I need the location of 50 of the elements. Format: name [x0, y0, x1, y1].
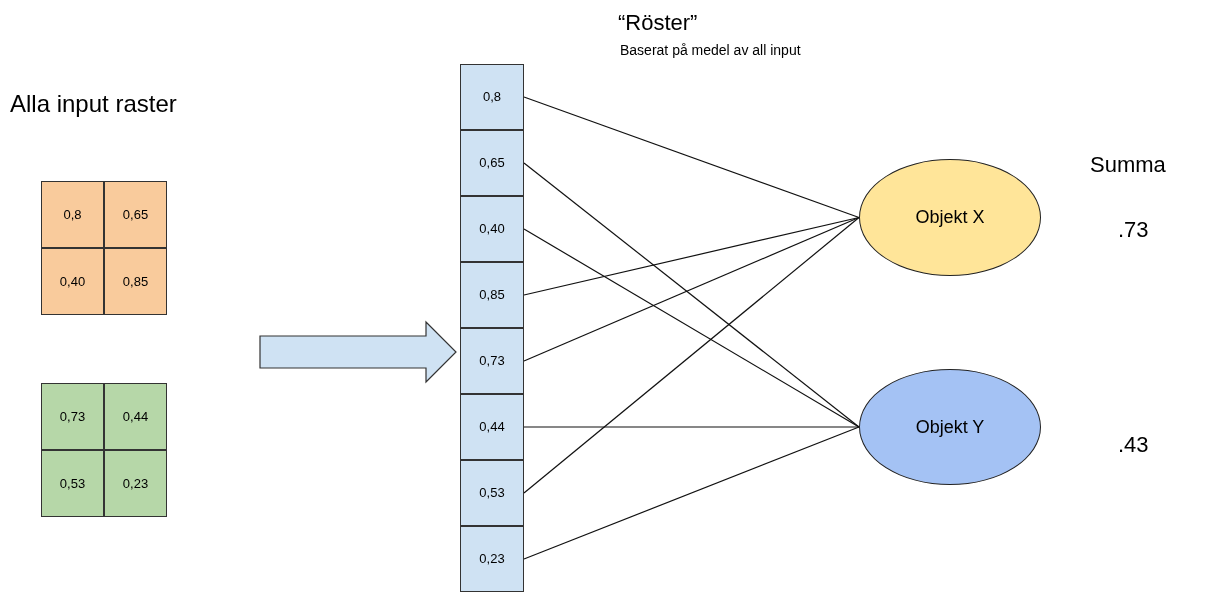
connector-line [523, 216, 860, 362]
node-text: 0,8 [63, 205, 82, 224]
node-text: 0,40 [59, 272, 86, 291]
column-heading: Summa [1090, 151, 1166, 179]
node-text: 0,65 [479, 154, 505, 173]
grid-cell [41, 248, 104, 315]
node-text: 0,40 [479, 220, 505, 239]
sum-value: .43 [1118, 431, 1149, 459]
node-text: 0,44 [122, 407, 149, 426]
grid-cell [104, 383, 167, 450]
node-text: 0,73 [479, 352, 505, 371]
vote-cell [460, 262, 524, 328]
node-text: 0,44 [479, 418, 505, 437]
connector-line [523, 228, 860, 428]
node-text: 0,73 [59, 407, 86, 426]
connector-line [523, 96, 860, 219]
node-text: 0,53 [479, 484, 505, 503]
heading: “Röster” [618, 9, 698, 37]
connector-line [523, 426, 860, 560]
connector-line [523, 426, 860, 428]
vote-cell [460, 130, 524, 196]
node-text: 0,53 [59, 474, 86, 493]
node-text: 0,8 [482, 88, 502, 107]
vote-cell [460, 526, 524, 592]
grid-cell [104, 181, 167, 248]
vote-cell [460, 328, 524, 394]
grid-cell [41, 383, 104, 450]
vote-cell [460, 394, 524, 460]
block-arrow [259, 320, 457, 384]
connector-line [523, 162, 860, 428]
grid-cell [41, 181, 104, 248]
sum-value: .73 [1118, 216, 1149, 244]
heading: Alla input raster [10, 89, 177, 119]
vote-cell [460, 196, 524, 262]
node-text: 0,65 [122, 205, 149, 224]
grid-cell [41, 450, 104, 517]
vote-column [460, 64, 524, 592]
connector-line [523, 216, 860, 296]
grid-cell [104, 248, 167, 315]
vote-cell [460, 64, 524, 130]
node-text: 0,23 [122, 474, 149, 493]
subtitle: Baserat på medel av all input [620, 41, 801, 60]
node-text: Objekt X [915, 206, 985, 229]
node-text: 0,23 [479, 550, 505, 569]
vote-cell [460, 460, 524, 526]
node-text: Objekt Y [915, 415, 985, 439]
node-text: 0,85 [479, 286, 505, 305]
connector-line [523, 216, 860, 494]
grid-cell [104, 450, 167, 517]
node-text: 0,85 [122, 272, 149, 291]
